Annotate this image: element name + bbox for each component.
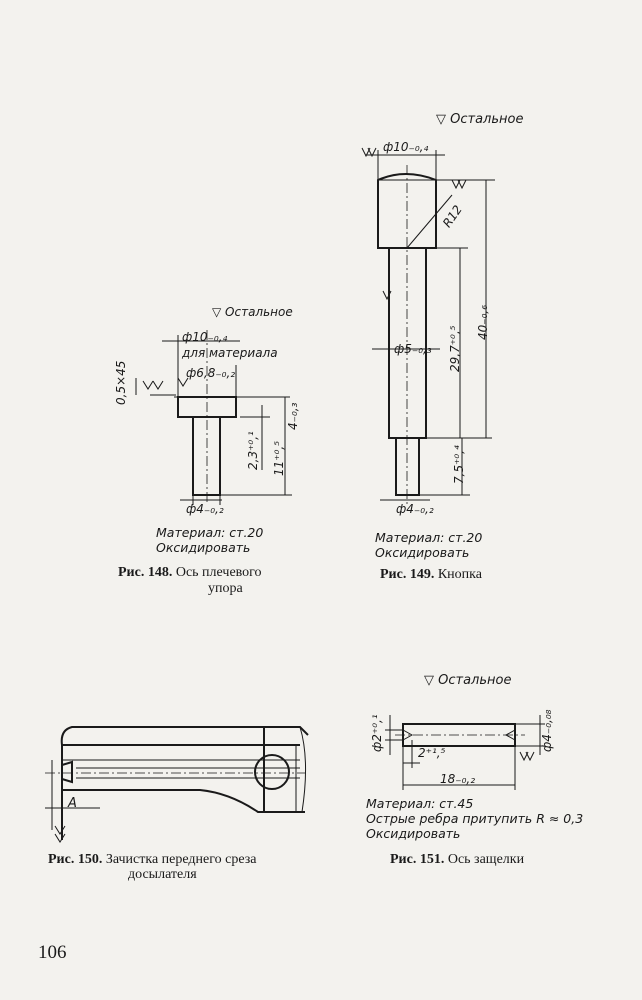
fig149-finish: ▽ Остальное xyxy=(436,112,524,127)
fig148-caption-line2: упора xyxy=(208,581,243,596)
page-number: 106 xyxy=(38,942,67,963)
fig150-caption-num: Рис. 150. xyxy=(48,852,103,867)
fig151-dim-left: ф2⁺⁰,¹ xyxy=(370,714,384,752)
fig148-drawing xyxy=(135,330,292,505)
fig151-dim-right: ф4₋₀,₀₈ xyxy=(540,709,554,752)
fig148-dim-4: 4₋₀,₃ xyxy=(286,402,300,430)
fig151-caption-text: Ось защелки xyxy=(447,852,525,867)
fig149-process: Оксидировать xyxy=(375,545,470,560)
fig148-dim-d1: ф10₋₀,₄ xyxy=(182,330,228,344)
fig149-caption-num: Рис. 149. xyxy=(380,567,435,582)
fig151-dim-18: 18₋₀,₂ xyxy=(440,772,476,786)
fig149-caption-text: Кнопка xyxy=(437,567,482,582)
fig150-caption-text: Зачистка переднего среза xyxy=(105,852,257,867)
fig151-finish: ▽ Остальное xyxy=(424,673,512,688)
fig148-process: Оксидировать xyxy=(156,540,251,555)
fig149-dim-head: ф10₋₀,₄ xyxy=(383,140,429,154)
fig151-process: Оксидировать xyxy=(366,826,461,841)
fig148-finish: ▽ Остальное xyxy=(212,305,293,319)
fig149-dim-shaft: ф5₋₀,₃ xyxy=(394,342,432,356)
fig150-label-a: А xyxy=(68,796,77,811)
fig151-caption-num: Рис. 151. xyxy=(390,852,445,867)
fig149-caption: Рис. 149. Кнопка xyxy=(380,567,482,583)
fig149-material: Материал: ст.20 xyxy=(375,530,483,545)
fig148-material: Материал: ст.20 xyxy=(156,525,264,540)
fig150-caption: Рис. 150. Зачистка переднего среза xyxy=(48,852,256,868)
fig151-drawing xyxy=(385,715,545,790)
fig151-dim-2: 2⁺¹,⁵ xyxy=(418,746,446,760)
fig148-caption-text: Ось плечевого xyxy=(175,565,262,580)
fig151-material: Материал: ст.45 xyxy=(366,796,474,811)
fig148-dim-chamfer: 0,5×45 xyxy=(114,360,128,405)
fig150-drawing xyxy=(45,726,309,843)
fig149-dim-40: 40₋₀,₆ xyxy=(476,304,490,340)
fig148-dim-pin: ф4₋₀,₂ xyxy=(186,502,224,516)
fig149-dim-tip: ф4₋₀,₂ xyxy=(396,502,434,516)
fig150-caption-line2: досылателя xyxy=(128,867,197,882)
fig149-dim-75: 7,5⁺⁰,⁴ xyxy=(452,445,466,484)
fig151-caption: Рис. 151. Ось защелки xyxy=(390,852,524,868)
fig148-caption-num: Рис. 148. xyxy=(118,565,173,580)
fig148-dim-d1-note: для материала xyxy=(182,346,278,360)
fig148-dim-23: 2,3⁺⁰,¹ xyxy=(246,431,260,470)
fig148-dim-11: 11⁺⁰,⁵ xyxy=(272,440,286,476)
fig149-dim-297: 29,7⁺⁰,⁵ xyxy=(448,325,462,373)
fig148-dim-d2: ф6,8₋₀,₂ xyxy=(186,366,236,380)
fig148-caption: Рис. 148. Ось плечевого xyxy=(118,565,262,581)
fig149-drawing xyxy=(361,147,495,505)
fig151-note: Острые ребра притупить R ≈ 0,3 xyxy=(366,811,584,826)
